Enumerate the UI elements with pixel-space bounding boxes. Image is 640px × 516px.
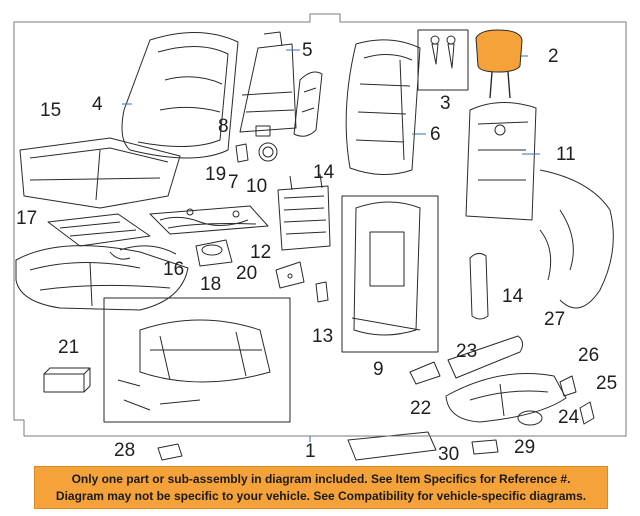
callout-26: 26 (578, 345, 600, 366)
callout-9: 9 (373, 359, 384, 380)
callout-28: 28 (114, 440, 136, 461)
callout-22: 22 (410, 398, 432, 419)
disclaimer-banner: Only one part or sub-assembly in diagram… (34, 466, 608, 509)
callout-16: 16 (163, 259, 185, 280)
small-trim-cover (471, 439, 499, 455)
callout-4: 4 (92, 94, 103, 115)
callout-25: 25 (596, 373, 618, 394)
seat-back-frame (341, 195, 439, 353)
disclaimer-line-1: Only one part or sub-assembly in diagram… (71, 471, 571, 486)
callout-18: 18 (200, 274, 222, 295)
seat-switch (409, 361, 441, 385)
seat-back-frame-cushion (345, 39, 421, 176)
callout-21: 21 (58, 337, 80, 358)
seat-cushion-foam (15, 245, 189, 311)
callout-12: 12 (250, 242, 272, 263)
seat-cushion-mat (47, 213, 151, 247)
callout-2: 2 (548, 46, 559, 67)
side-trim-lower (469, 252, 489, 320)
diagram-outline (13, 13, 627, 437)
callout-23: 23 (456, 341, 478, 362)
back-pad-panel (239, 31, 297, 137)
callout-20: 20 (236, 263, 258, 284)
track-cover (347, 431, 437, 461)
seat-cushion-pad (19, 137, 181, 209)
callout-5: 5 (302, 40, 313, 61)
side-shield (445, 373, 567, 423)
headrest-guide-fasteners (417, 29, 469, 91)
side-trim-upper (293, 71, 323, 137)
headrest-highlighted (475, 29, 523, 99)
callout-17: 17 (16, 208, 38, 229)
callout-1: 1 (305, 441, 316, 462)
mount-bracket (275, 261, 305, 289)
callout-30: 30 (438, 444, 460, 465)
seat-adjuster-motor (195, 239, 233, 267)
callout-13: 13 (312, 326, 334, 347)
seat-adjuster-assembly (103, 297, 291, 423)
lumbar-support (277, 173, 331, 251)
callout-14a: 14 (313, 162, 335, 183)
callout-27: 27 (544, 309, 566, 330)
callout-11: 11 (556, 144, 576, 165)
callout-14b: 14 (502, 286, 524, 307)
adjuster-knobs (517, 375, 595, 426)
control-module (43, 367, 91, 393)
callout-19: 19 (205, 164, 227, 185)
seat-back-cushion (121, 32, 239, 159)
callout-24: 24 (558, 407, 580, 428)
callout-6: 6 (430, 124, 441, 145)
callout-3: 3 (440, 93, 451, 114)
disclaimer-line-2: Diagram may not be specific to your vehi… (55, 488, 587, 503)
leader-lines (122, 49, 540, 442)
seat-clip (315, 281, 329, 303)
seat-spring-wire (149, 205, 269, 235)
trim-clip (157, 443, 183, 461)
callout-15: 15 (40, 100, 62, 121)
callout-7: 7 (228, 172, 239, 193)
recliner-bracket-small (235, 142, 278, 163)
callout-10: 10 (246, 176, 268, 197)
callout-29: 29 (514, 437, 536, 458)
seat-back-panel-harness (465, 101, 614, 309)
callout-8: 8 (218, 116, 229, 137)
outer-trim-panel (447, 335, 524, 379)
seat-wire (109, 245, 177, 260)
